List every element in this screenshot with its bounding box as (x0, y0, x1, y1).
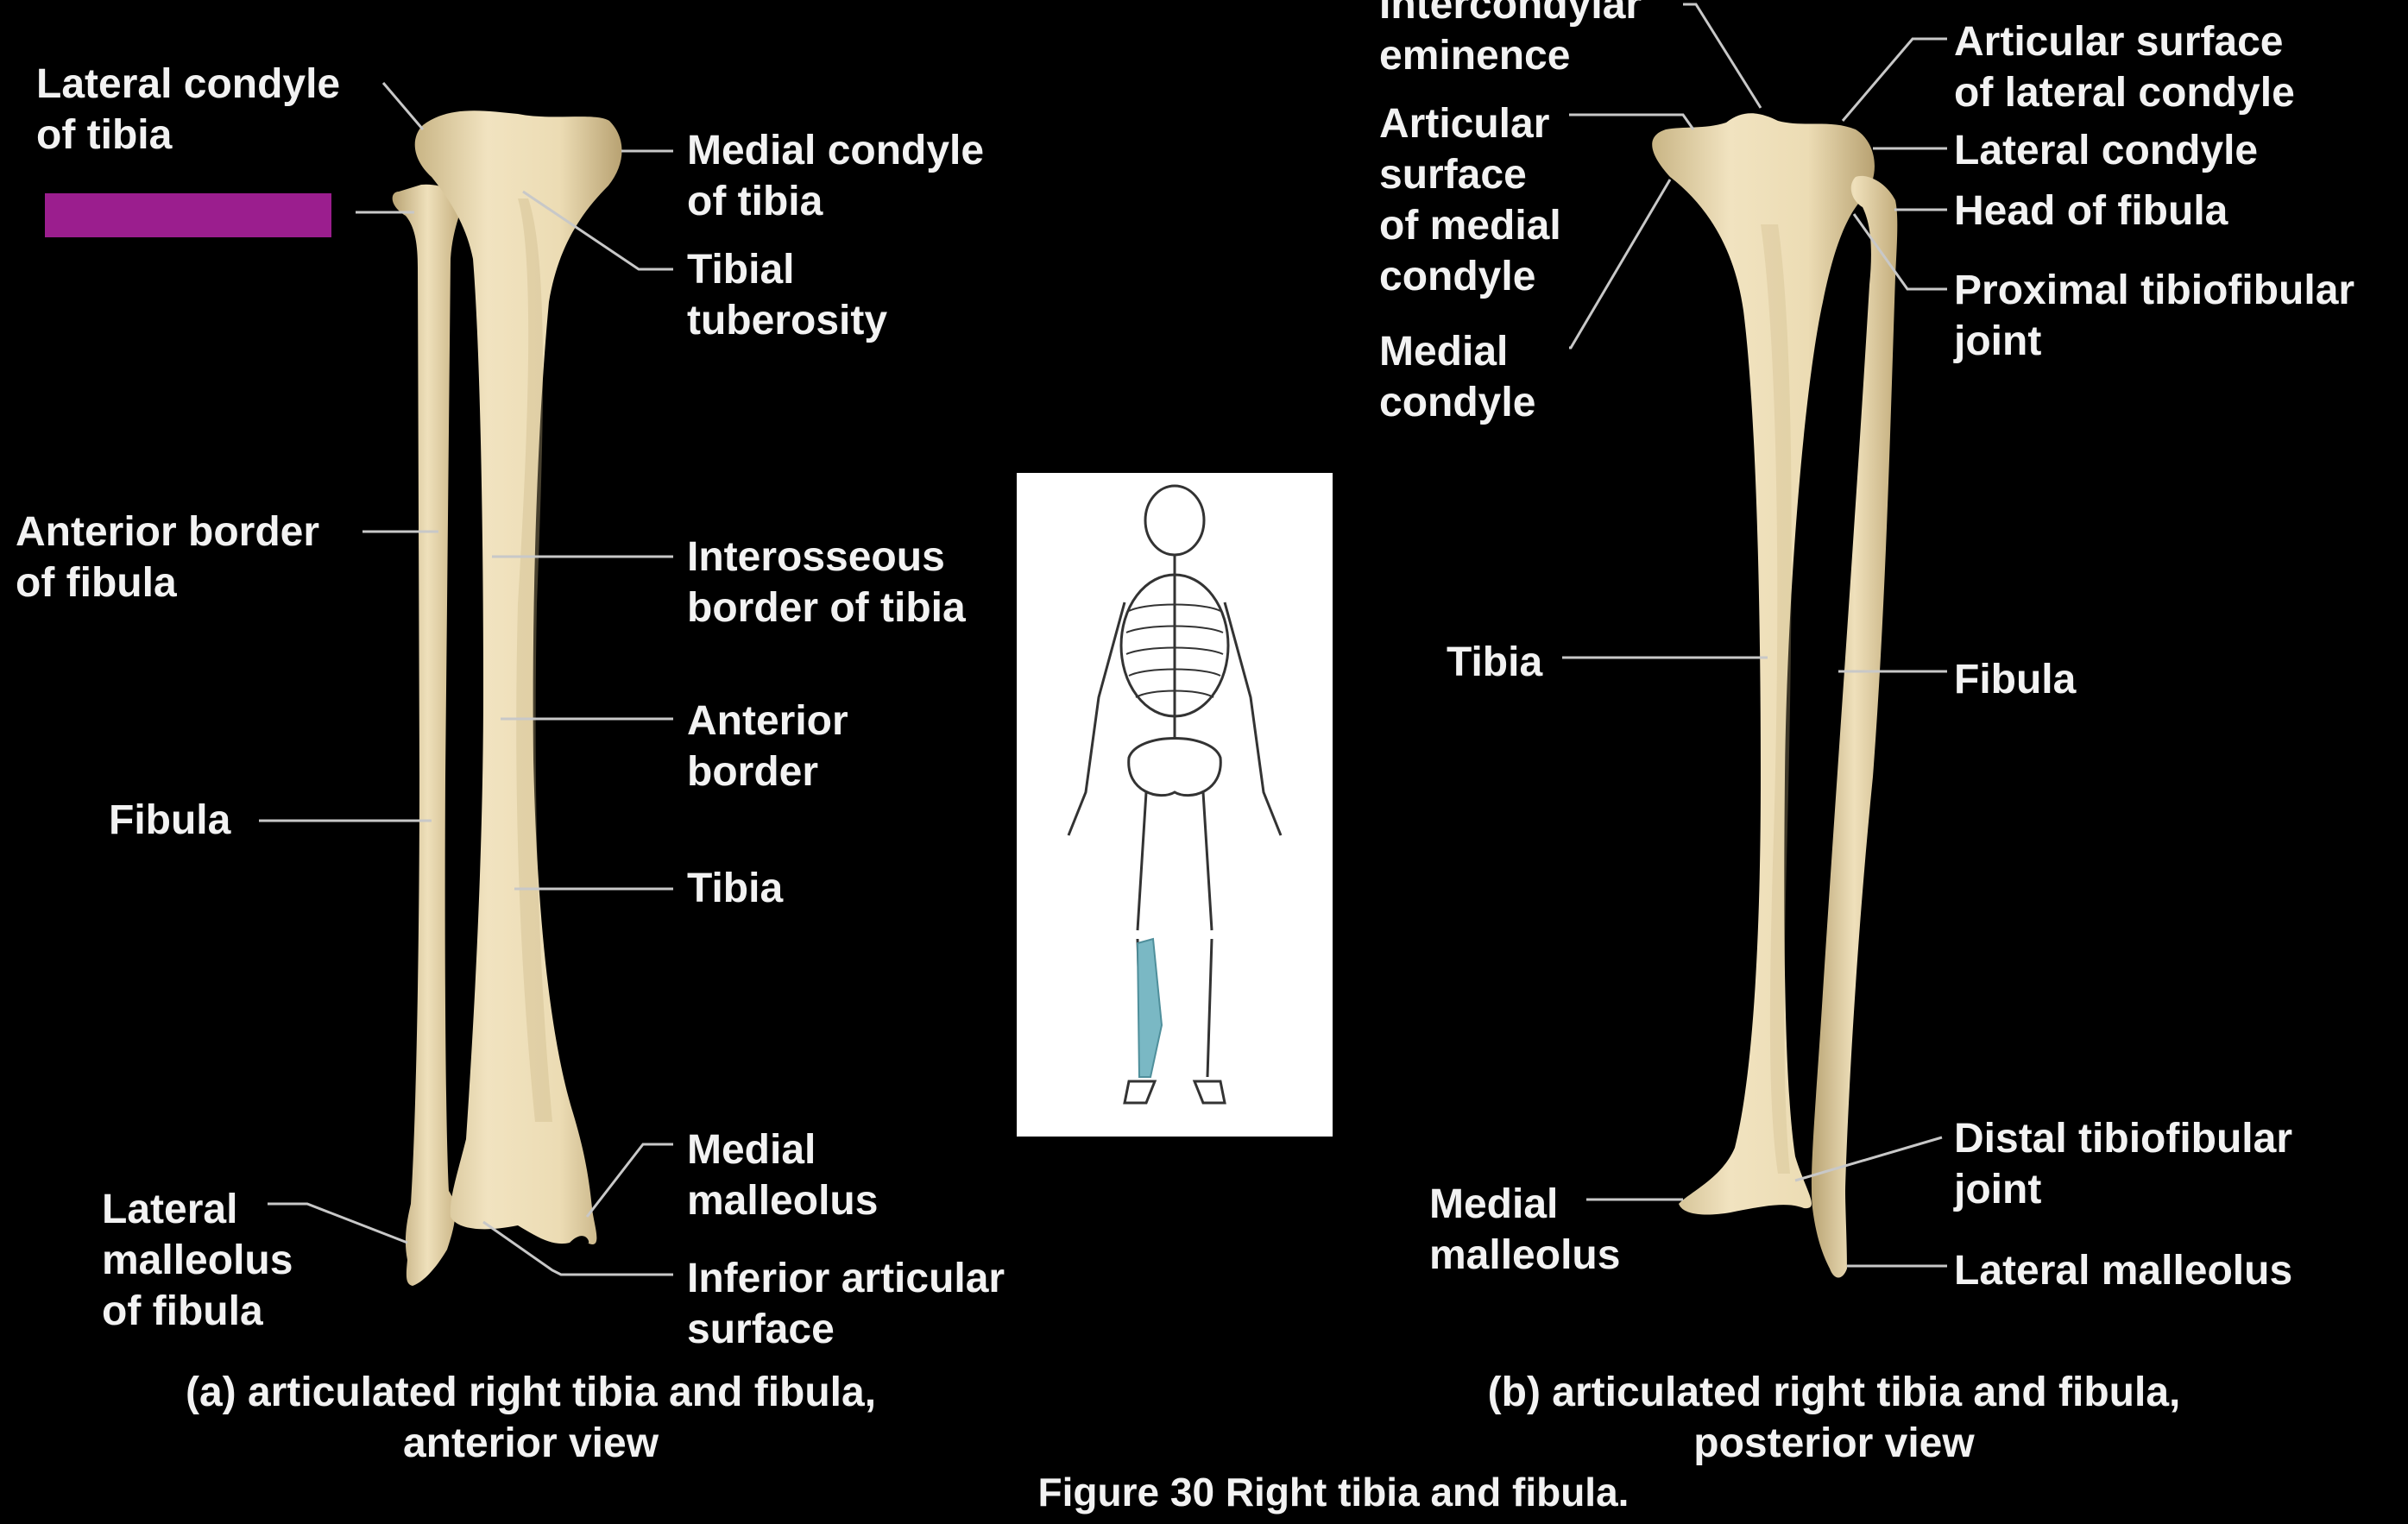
right-leg (1207, 939, 1212, 1077)
leader-inferior-articular (483, 1222, 673, 1275)
left-arm (1068, 602, 1125, 835)
left-femur (1138, 792, 1146, 930)
leader-medial-malleolus-left (587, 1144, 673, 1217)
leader-tibial-tuberosity (523, 192, 673, 269)
label-lateral-condyle-posterior: Lateral condyle (1954, 125, 2258, 176)
label-medial-malleolus-posterior: Medial malleolus (1429, 1179, 1620, 1281)
label-articular-surface-of-medial-condyle: Articular surface of medial condyle (1379, 98, 1561, 302)
label-tibia-posterior: Tibia (1447, 637, 1542, 688)
skeleton-inset (1017, 473, 1333, 1137)
label-interosseous-border-of-tibia: Interosseous border of tibia (687, 532, 966, 633)
label-medial-condyle-of-tibia: Medial condyle of tibia (687, 125, 984, 227)
label-distal-tibiofibular-joint: Distal tibiofibular joint (1954, 1113, 2292, 1215)
label-fibula-anterior: Fibula (109, 795, 230, 846)
leader-intercondylar (1683, 4, 1761, 108)
label-fibula-posterior: Fibula (1954, 654, 2076, 705)
label-inferior-articular-surface: Inferior articular surface (687, 1253, 1005, 1355)
label-tibial-tuberosity: Tibial tuberosity (687, 244, 887, 346)
right-arm (1225, 602, 1281, 835)
highlighted-tibia-fibula (1138, 939, 1162, 1077)
label-lateral-condyle-of-tibia: Lateral condyle of tibia (36, 59, 340, 161)
caption-posterior-view: (b) articulated right tibia and fibula, … (1381, 1367, 2287, 1469)
label-anterior-border: Anterior border (687, 696, 848, 797)
pelvis (1129, 739, 1221, 796)
leader-articular-lateral (1843, 39, 1947, 121)
label-lateral-malleolus-of-fibula: Lateral malleolus of fibula (102, 1184, 293, 1337)
label-intercondylar-eminence: Intercondylar eminence (1379, 0, 1642, 81)
skull (1145, 486, 1204, 555)
leader-medial-condyle-right (1569, 179, 1670, 348)
label-lateral-malleolus-posterior: Lateral malleolus (1954, 1245, 2292, 1296)
redacted-label-block (45, 193, 331, 237)
label-medial-condyle-posterior: Medial condyle (1379, 326, 1535, 428)
right-foot (1195, 1081, 1225, 1103)
label-medial-malleolus-anterior: Medial malleolus (687, 1124, 878, 1226)
leader-lateral-condyle (383, 83, 423, 129)
label-tibia-anterior: Tibia (687, 863, 783, 914)
leader-articular-medial (1569, 115, 1693, 129)
leader-proximal-joint (1854, 214, 1947, 289)
label-anterior-border-of-fibula: Anterior border of fibula (16, 507, 319, 608)
label-head-of-fibula: Head of fibula (1954, 186, 2228, 236)
label-articular-surface-of-lateral-condyle: Articular surface of lateral condyle (1954, 16, 2295, 118)
figure-caption: Figure 30 Right tibia and fibula. (772, 1467, 1894, 1518)
label-proximal-tibiofibular-joint: Proximal tibiofibular joint (1954, 265, 2354, 367)
skeleton-figure (1017, 473, 1333, 1137)
leader-distal-joint (1795, 1137, 1942, 1181)
right-femur (1203, 792, 1212, 930)
caption-anterior-view: (a) articulated right tibia and fibula, … (95, 1367, 967, 1469)
left-foot (1125, 1081, 1155, 1103)
